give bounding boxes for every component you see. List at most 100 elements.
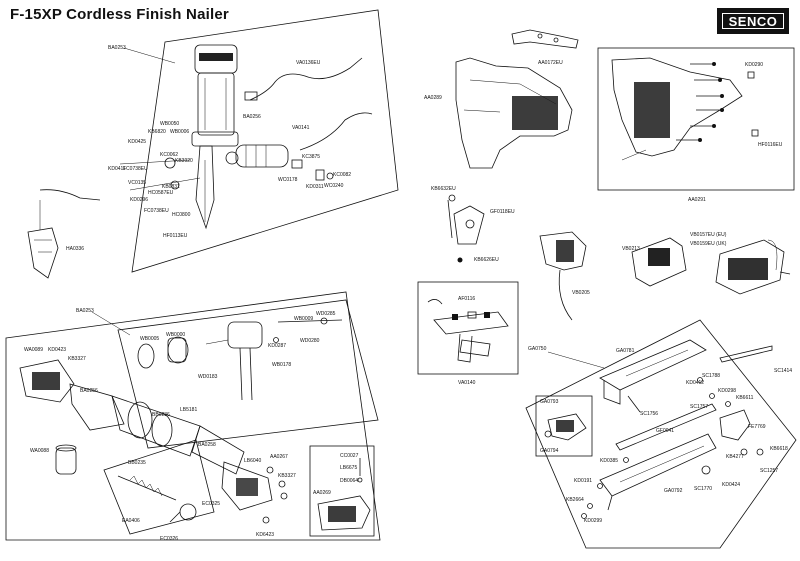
cable-va0141-drawing — [299, 112, 373, 151]
charger-vb0157eu-drawing — [715, 239, 791, 295]
part-label: LB6040 — [244, 458, 261, 464]
logo-frame: SENCO — [722, 13, 784, 29]
part-label: KB4277 — [726, 454, 744, 460]
cylinder-assembly-drawing — [19, 359, 288, 524]
latch-parts-drawing — [697, 377, 764, 475]
part-label: BA0258 — [198, 442, 216, 448]
screws-drawing — [676, 62, 759, 142]
belt-clip-aa0172eu-drawing — [511, 29, 579, 49]
part-label: GA0794 — [540, 448, 559, 454]
part-label: WB0000 — [166, 332, 185, 338]
part-label: GA0792 — [664, 488, 683, 494]
part-label: AF0116 — [458, 296, 475, 302]
part-label: WB0050 — [160, 121, 179, 127]
part-label: AA0267 — [270, 454, 288, 460]
cable-va0136eu-drawing — [249, 57, 363, 101]
part-label: EC0325 — [202, 501, 220, 507]
connector-drawing — [244, 91, 258, 101]
leader-line — [123, 47, 176, 64]
housing-half-aa0291-drawing — [611, 57, 743, 161]
leader-line — [547, 351, 605, 369]
part-label: KD0424 — [722, 482, 740, 488]
part-label: KD0411 — [108, 166, 126, 172]
part-label: GA0781 — [616, 348, 635, 354]
battery-cell-wa0088-drawing — [55, 444, 77, 475]
group-frame-ga0793 — [535, 395, 593, 457]
magazine-rail-drawing — [599, 339, 773, 413]
part-label: WA0089 — [24, 347, 43, 353]
part-label: GA0793 — [540, 399, 559, 405]
group-frame-magazine-assembly — [525, 319, 797, 549]
part-label: BA0253 — [108, 45, 126, 51]
part-label: VC0135 — [128, 180, 146, 186]
part-label: EA0406 — [122, 518, 140, 524]
part-label: FC0738EU — [123, 166, 148, 172]
part-label: DB0064 — [340, 478, 358, 484]
pusher-gf0041-drawing — [615, 403, 717, 451]
part-label: WB0005 — [140, 336, 159, 342]
nose-assembly-ha0336-drawing — [27, 189, 101, 279]
part-label: KB6626EU — [474, 257, 499, 263]
part-label: KB6632EU — [431, 186, 456, 192]
part-label: WB0178 — [272, 362, 291, 368]
part-label: GF0118EU — [490, 209, 515, 215]
nail-driver-inset-drawing — [103, 439, 215, 535]
motor-housing-drawing — [119, 44, 289, 230]
part-label: SC1757 — [690, 404, 708, 410]
subgroup-frame-piston — [117, 299, 379, 449]
part-label: VA0141 — [292, 125, 310, 131]
part-label: VB0205 — [572, 290, 590, 296]
part-label: BA0256 — [80, 388, 98, 394]
part-label: SC1756 — [640, 411, 658, 417]
part-label: FC0738EU — [144, 208, 169, 214]
part-label: AA0269 — [313, 490, 331, 496]
part-label: EC0326 — [160, 536, 178, 542]
part-label: WC0178 — [278, 177, 298, 183]
part-label: SC1257 — [760, 468, 778, 474]
part-label: AA0291 — [688, 197, 706, 203]
part-label: WA0088 — [30, 448, 49, 454]
part-label: HC0587EU — [148, 190, 174, 196]
part-label: LB6675 — [340, 465, 357, 471]
part-label: WC0240 — [324, 183, 344, 189]
part-label: KD0412 — [686, 380, 704, 386]
leader-line — [91, 311, 131, 336]
part-label: KC0082 — [333, 172, 351, 178]
part-label: VA0140 — [458, 380, 476, 386]
part-label: KD0290 — [745, 62, 763, 68]
part-label: AA0289 — [424, 95, 442, 101]
trigger-parts-drawing — [447, 194, 485, 263]
switch-parts-drawing — [291, 159, 334, 181]
part-label: HF0116EU — [758, 142, 783, 148]
pcb-va0140-drawing — [427, 299, 509, 363]
part-label: WD0280 — [300, 338, 320, 344]
part-label: KB3327 — [278, 473, 296, 479]
part-label: CC0027 — [340, 453, 359, 459]
module-vb0205-drawing — [539, 231, 587, 321]
part-label: VA0136EU — [296, 60, 321, 66]
small-screws-drawing — [581, 457, 629, 519]
part-label: KB6820 — [148, 129, 166, 135]
part-label: HF0113EU — [163, 233, 188, 239]
part-label: KD0425 — [128, 139, 146, 145]
group-frame-aa0269 — [309, 445, 375, 537]
group-frame-cylinder-assembly — [5, 291, 381, 541]
part-label: KC3875 — [302, 154, 320, 160]
part-label: KB2664 — [566, 497, 584, 503]
part-label: WD0183 — [198, 374, 218, 380]
part-label: KD6423 — [256, 532, 274, 538]
part-label: KD0311 — [306, 184, 324, 190]
part-label: KB3327 — [68, 356, 86, 362]
part-label: VB0159EU (UK) — [690, 241, 727, 247]
part-label: WB0006 — [170, 129, 189, 135]
part-label: KD0385 — [600, 458, 618, 464]
part-label: GA0750 — [528, 346, 547, 352]
part-label: SC1770 — [694, 486, 712, 492]
part-label: KD0191 — [574, 478, 592, 484]
part-label: GF0041 — [656, 428, 674, 434]
part-label: KB6618 — [770, 446, 788, 452]
part-label: VB0213 — [622, 246, 640, 252]
logo-text: SENCO — [728, 13, 778, 29]
part-label: FE7769 — [748, 424, 766, 430]
